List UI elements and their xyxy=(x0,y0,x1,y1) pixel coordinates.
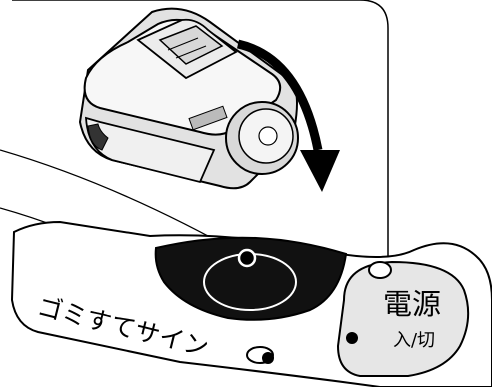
vacuum-grille xyxy=(188,105,228,131)
vacuum-front xyxy=(85,116,216,184)
dust-sign-marker-dot xyxy=(262,352,274,364)
power-button-sub-label: 入/切 xyxy=(393,330,435,351)
window-marker-dot xyxy=(237,248,257,268)
power-button-main-label: 電源 xyxy=(383,287,441,321)
arrow-head xyxy=(300,150,340,192)
top-frame xyxy=(12,0,389,262)
arrow-shaft xyxy=(236,39,323,151)
vacuum-inlet xyxy=(87,123,109,151)
power-marker-dot xyxy=(346,332,358,344)
curved-arrow-icon xyxy=(236,39,340,192)
power-indicator-light xyxy=(368,261,392,279)
vacuum-wheel-hub xyxy=(258,126,278,146)
vacuum-cleaner-icon xyxy=(78,7,299,190)
vacuum-handle xyxy=(158,25,224,65)
